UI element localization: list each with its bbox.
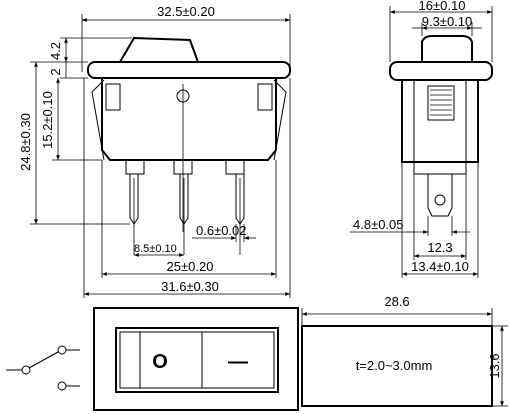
dim-cutout-length: 28.6 bbox=[384, 294, 409, 309]
dim-terminal-thickness: 0.6±0.02 bbox=[196, 223, 247, 238]
dim-actuator-height: 4.2 bbox=[48, 42, 63, 60]
dim-flange-width: 16±0.10 bbox=[419, 0, 466, 13]
dim-terminal-span: 25±0.20 bbox=[167, 259, 214, 274]
flange bbox=[87, 61, 291, 79]
switch-schematic bbox=[6, 345, 80, 391]
right-latch bbox=[273, 79, 287, 161]
dim-total-height: 24.8±0.30 bbox=[18, 113, 33, 171]
top-view: O — bbox=[93, 307, 299, 411]
side-actuator bbox=[421, 35, 473, 62]
dim-inner-width: 12.3 bbox=[427, 240, 452, 255]
side-view: 16±0.10 9.3±0.10 4.8±0.05 12.3 13.4±0.10 bbox=[350, 0, 493, 278]
dim-flange-height: 2 bbox=[48, 68, 63, 75]
front-view: 32.5±0.20 4.2 2 24.8±0.30 15.2±0.10 0.6±… bbox=[18, 4, 291, 298]
dim-overall-width: 32.5±0.20 bbox=[157, 4, 215, 19]
cutout-outline bbox=[301, 325, 493, 407]
panel-thickness: t=2.0~3.0mm bbox=[356, 358, 433, 373]
right-window bbox=[257, 83, 273, 111]
top-body bbox=[115, 327, 279, 393]
rocker-on-half bbox=[201, 331, 275, 389]
rocker-actuator bbox=[119, 36, 199, 63]
off-symbol: O bbox=[152, 351, 168, 373]
panel-cutout: 28.6 13.6 t=2.0~3.0mm bbox=[301, 294, 508, 407]
dim-body-width: 31.6±0.30 bbox=[161, 279, 219, 294]
dim-cutout-height: 13.6 bbox=[487, 353, 502, 378]
dim-side-body-width: 13.4±0.10 bbox=[411, 259, 469, 274]
side-terminal bbox=[427, 174, 453, 217]
dim-terminal-pitch: 8.5±0.10 bbox=[134, 243, 177, 255]
left-latch bbox=[91, 79, 105, 161]
dim-terminal-width: 4.8±0.05 bbox=[353, 217, 404, 232]
dim-actuator-width: 9.3±0.10 bbox=[422, 14, 473, 29]
left-window bbox=[105, 83, 121, 111]
side-flange bbox=[389, 61, 493, 81]
on-symbol: — bbox=[228, 351, 248, 373]
side-body bbox=[401, 79, 479, 163]
dim-body-height: 15.2±0.10 bbox=[40, 91, 55, 149]
switch-body bbox=[101, 78, 277, 161]
top-flange bbox=[93, 307, 299, 411]
